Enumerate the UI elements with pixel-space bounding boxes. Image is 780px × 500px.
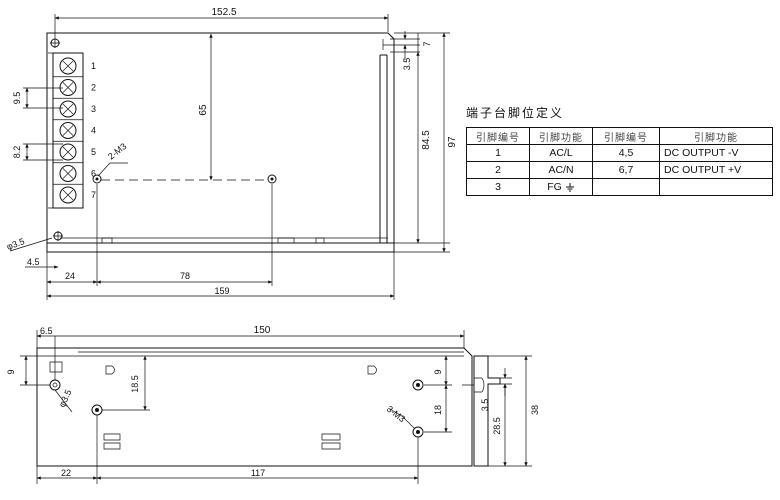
- header-pin-no-2: 引脚编号: [592, 127, 660, 145]
- terminal-number: 7: [91, 190, 96, 200]
- ground-icon: [565, 182, 574, 192]
- cell: [592, 178, 660, 196]
- cell: 4,5: [592, 144, 660, 162]
- cell: DC OUTPUT +V: [659, 161, 773, 179]
- terminal-number: 3: [91, 104, 96, 114]
- pin-table: 引脚编号 引脚功能 引脚编号 引脚功能 1 AC/L 4,5 DC OUTPUT…: [466, 127, 773, 196]
- terminal-screw-icon: [59, 143, 77, 161]
- header-pin-func-1: 引脚功能: [529, 127, 593, 145]
- dim-3-5-top: 3.5: [402, 58, 412, 71]
- dim-end-3-5: 3.5: [480, 399, 490, 412]
- dim-8-2: 8.2: [12, 146, 22, 159]
- dim-84-5: 84.5: [421, 130, 432, 150]
- label-2-m3: 2-M3: [106, 141, 128, 162]
- cell: FG: [529, 178, 593, 196]
- m3-screw-left: [92, 174, 102, 184]
- top-view-outline: [46, 32, 395, 244]
- terminal-number: 4: [91, 126, 96, 136]
- terminal-cross-icon: [62, 146, 74, 158]
- cell: 2: [466, 161, 530, 179]
- dim-97: 97: [447, 136, 458, 148]
- top-view-flange: [46, 243, 395, 253]
- label-3-m3: 3-M3: [385, 404, 407, 425]
- terminal-screw-icon: [59, 122, 77, 139]
- header-pin-func-2: 引脚功能: [659, 127, 773, 145]
- dim-4-5: 4.5: [27, 257, 40, 267]
- cell: [659, 178, 773, 196]
- end-view: 3.5 28.5 38: [462, 355, 540, 467]
- dim-22: 22: [61, 468, 71, 478]
- fg-label: FG: [547, 181, 562, 193]
- terminal-number: 6: [91, 169, 96, 179]
- cell: 3: [466, 178, 530, 196]
- dim-side-hole-dia: φ3.5: [57, 388, 74, 409]
- terminal-cross-icon: [62, 82, 74, 93]
- side-hole-left: [49, 379, 61, 391]
- cell: AC/L: [529, 144, 593, 162]
- dim-9-left: 9: [6, 369, 16, 374]
- dim-18-right: 18: [433, 405, 443, 415]
- terminal-cross-icon: [62, 125, 74, 136]
- terminal-screw-icon: [59, 100, 77, 118]
- side-view: 150 6.5 9 18.5 φ3.5 22 117 3-M3 9 18: [6, 325, 473, 484]
- terminal-number: 1: [91, 61, 96, 71]
- dim-end-38: 38: [530, 405, 540, 415]
- dim-18-5: 18.5: [130, 375, 140, 393]
- terminal-screw-icon: [59, 79, 77, 96]
- cell: 6,7: [592, 161, 660, 179]
- terminal-number: 2: [91, 83, 96, 93]
- side-screw-right-top: [412, 379, 424, 391]
- table-row: 1 AC/L 4,5 DC OUTPUT -V: [466, 144, 773, 162]
- pin-table-header-row: 引脚编号 引脚功能 引脚编号 引脚功能: [466, 127, 773, 145]
- dim-117: 117: [251, 468, 265, 478]
- header-pin-no-1: 引脚编号: [466, 127, 530, 145]
- terminal-block: [52, 52, 84, 209]
- terminal-number: 5: [91, 147, 96, 157]
- dim-152-5: 152.5: [211, 7, 236, 18]
- cell: DC OUTPUT -V: [659, 144, 773, 162]
- terminal-screw-icon: [59, 165, 77, 182]
- terminal-screws: [53, 57, 83, 204]
- table-row: 3 FG: [466, 178, 773, 196]
- terminal-numbers: 1 2 3 4 5 6 7: [91, 61, 96, 200]
- terminal-screw-icon: [59, 57, 77, 75]
- table-row: 2 AC/N 6,7 DC OUTPUT +V: [466, 161, 773, 179]
- terminal-screw-icon: [59, 186, 77, 204]
- dim-end-28-5: 28.5: [492, 417, 502, 435]
- terminal-cross-icon: [62, 189, 74, 201]
- cell: AC/N: [529, 161, 593, 179]
- side-view-outline: [36, 347, 473, 467]
- terminal-cross-icon: [62, 103, 74, 115]
- terminal-cross-icon: [62, 60, 74, 72]
- dim-9-5: 9.5: [12, 92, 22, 105]
- cell: 1: [466, 144, 530, 162]
- dim-150: 150: [254, 325, 271, 336]
- m3-screw-right: [267, 174, 277, 184]
- dim-78: 78: [180, 271, 190, 281]
- dim-7-top: 7: [422, 41, 432, 46]
- dim-6-5: 6.5: [40, 326, 53, 336]
- pin-table-title: 端子台脚位定义: [466, 106, 565, 120]
- dim-9-right: 9: [433, 369, 443, 374]
- dim-24: 24: [65, 271, 75, 281]
- terminal-cross-icon: [62, 168, 74, 179]
- dim-65: 65: [198, 104, 209, 116]
- dim-159: 159: [214, 286, 229, 296]
